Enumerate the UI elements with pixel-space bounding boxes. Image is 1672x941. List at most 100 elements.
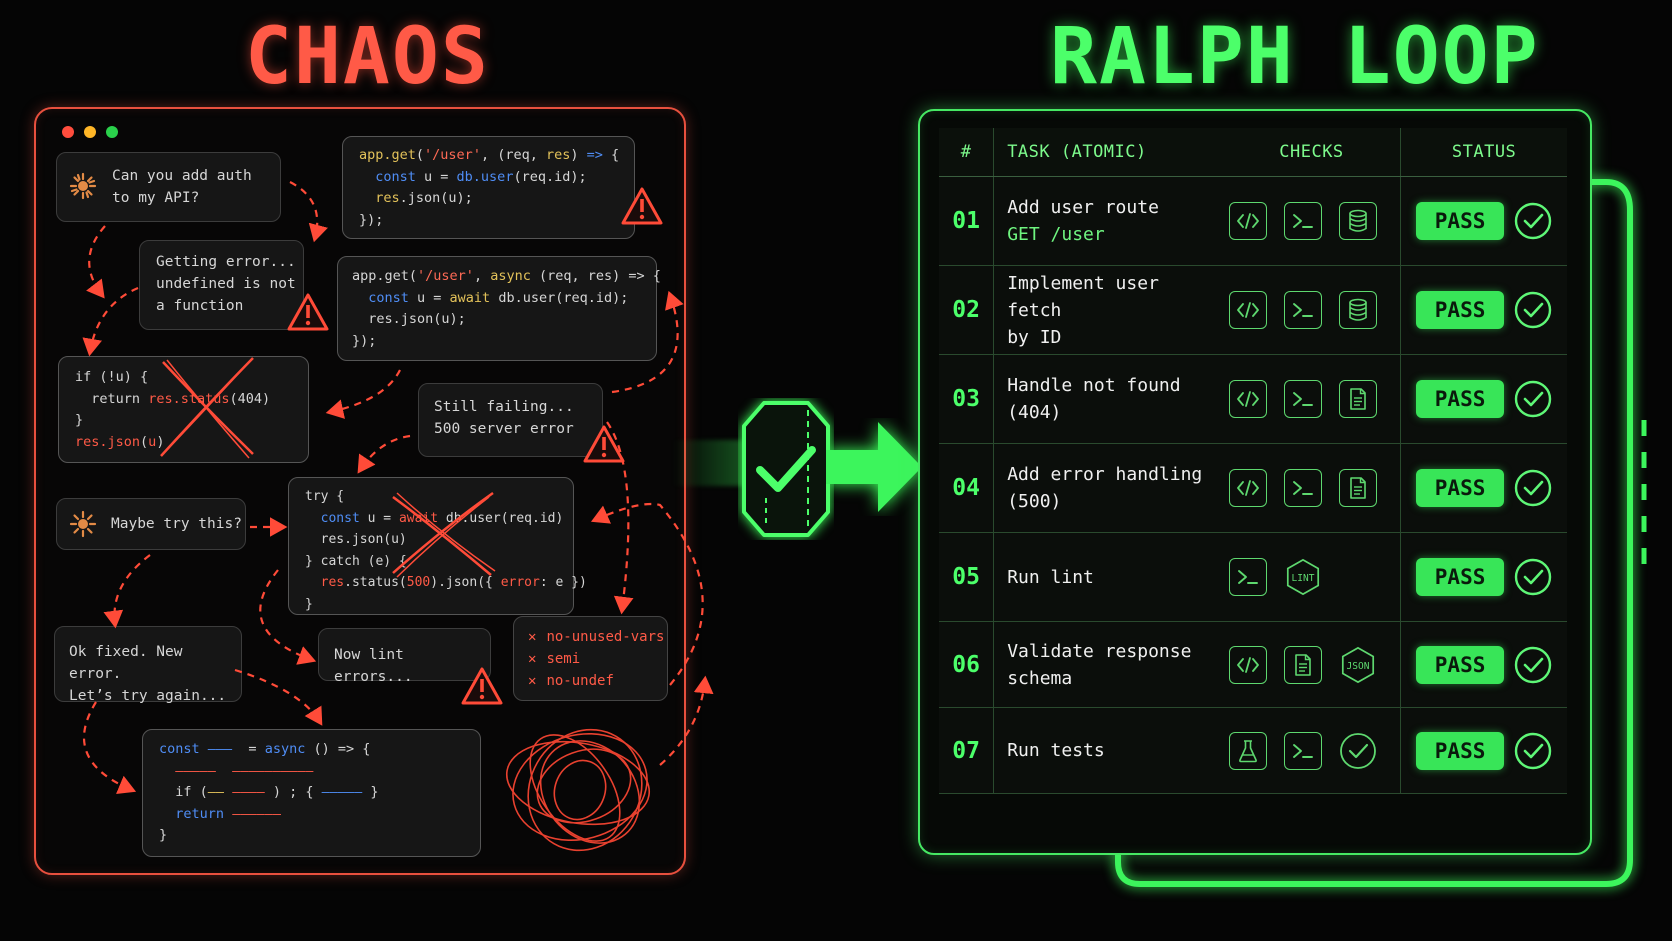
- database-icon: [1338, 202, 1377, 240]
- task-name: Run lint: [1007, 566, 1094, 588]
- task-number-cell: 04: [939, 443, 995, 533]
- document-icon: [1338, 380, 1377, 418]
- terminal-icon: [1228, 558, 1267, 596]
- task-number: 07: [952, 737, 980, 764]
- table-row: 07 Run tests PASS: [939, 707, 1567, 794]
- task-status-cell: PASS: [1400, 707, 1567, 794]
- check-circle-icon: [1514, 469, 1552, 507]
- task-number-cell: 05: [939, 532, 995, 622]
- message-maybe-try-text: Maybe try this?: [111, 516, 242, 532]
- code-icon: [1228, 645, 1267, 684]
- message-ask-auth-text: Can you add auth to my API?: [112, 168, 252, 206]
- task-checks-cell: [1222, 176, 1402, 266]
- task-number-cell: 06: [939, 621, 995, 708]
- warning-icon: [583, 425, 625, 463]
- task-number: 05: [952, 564, 980, 590]
- code-snippet-if-not-found: if (!u) { return res.status(404) } res.j…: [58, 356, 309, 463]
- task-checks-cell: JSON: [1222, 621, 1402, 708]
- svg-text:JSON: JSON: [1346, 660, 1369, 671]
- code-snippet-async: app.get('/user', async (req, res) => { c…: [337, 256, 661, 361]
- message-still-failing: Still failing... 500 server error: [418, 383, 603, 457]
- document-icon: [1283, 645, 1322, 684]
- code-icon: [1228, 469, 1267, 507]
- task-name: Add error handling (500): [1007, 464, 1203, 512]
- task-name-cell: Implement user fetch by ID: [993, 265, 1223, 355]
- check-circle-icon: [1514, 291, 1552, 329]
- task-checks-cell: [1222, 707, 1402, 794]
- pass-badge: PASS: [1416, 202, 1505, 240]
- message-lint-errors-text: Now lint errors...: [334, 647, 413, 685]
- sun-avatar-icon: [69, 510, 97, 538]
- task-number-cell: 03: [939, 354, 995, 444]
- message-lint-errors: Now lint errors...: [318, 628, 491, 685]
- message-ok-fixed-text: Ok fixed. New error. Let’s try again...: [69, 644, 227, 704]
- task-status-cell: PASS: [1400, 443, 1567, 533]
- code-icon: [1228, 380, 1267, 418]
- code-snippet-sync: app.get('/user', (req, res) => { const u…: [342, 136, 635, 239]
- lint-error-list: ✕no-unused-vars ✕semi ✕no-undef: [513, 616, 668, 701]
- pass-badge: PASS: [1416, 731, 1505, 770]
- task-name: Add user route: [1007, 197, 1159, 218]
- table-row: 06 Validate response schema JSON PASS: [939, 621, 1567, 708]
- lint-error-item: ✕no-undef: [528, 673, 614, 689]
- window-maximize-dot[interactable]: [106, 126, 118, 138]
- message-ok-fixed: Ok fixed. New error. Let’s try again...: [54, 626, 242, 704]
- header-checks: CHECKS: [1222, 128, 1402, 177]
- ralph-loop-title: RALPH LOOP: [1050, 12, 1540, 102]
- task-number: 06: [952, 651, 980, 678]
- header-num: #: [939, 128, 995, 177]
- lint-error-item: ✕semi: [528, 651, 581, 667]
- task-status-cell: PASS: [1400, 621, 1567, 708]
- pass-badge: PASS: [1416, 291, 1505, 329]
- code-snippet-try-catch: try { const u = await db.user(req.id) re…: [288, 477, 587, 615]
- table-row: 05 Run lint LINT PASS: [939, 532, 1567, 622]
- task-status-cell: PASS: [1400, 532, 1567, 622]
- pass-badge: PASS: [1416, 469, 1505, 507]
- task-status-cell: PASS: [1400, 265, 1567, 355]
- lint-error-item: ✕no-unused-vars: [528, 629, 665, 645]
- header-task: TASK (ATOMIC): [993, 128, 1223, 177]
- task-name: Validate response schema: [1007, 640, 1192, 689]
- task-number: 01: [952, 208, 980, 234]
- check-circle-icon: [1514, 202, 1552, 240]
- task-number-cell: 07: [939, 707, 995, 794]
- task-name-cell: Run tests: [993, 707, 1223, 794]
- task-name-cell: Add error handling (500): [993, 443, 1223, 533]
- task-status-cell: PASS: [1400, 176, 1567, 266]
- task-number-cell: 01: [939, 176, 995, 266]
- code-icon: [1228, 291, 1267, 329]
- terminal-icon: [1283, 380, 1322, 418]
- message-still-failing-text: Still failing... 500 server error: [434, 399, 574, 437]
- verified-shield-icon: [742, 401, 830, 537]
- forward-arrow-icon: [826, 422, 922, 512]
- task-number: 03: [952, 386, 980, 412]
- task-name: Handle not found (404): [1007, 375, 1181, 423]
- message-ask-auth: Can you add auth to my API?: [56, 152, 281, 222]
- task-number: 04: [952, 475, 980, 501]
- svg-text:LINT: LINT: [1291, 573, 1314, 584]
- document-icon: [1338, 469, 1377, 507]
- task-checks-cell: LINT: [1222, 532, 1402, 622]
- task-name-cell: Handle not found (404): [993, 354, 1223, 444]
- check-circle-icon: [1514, 646, 1552, 684]
- task-checks-cell: [1222, 443, 1402, 533]
- check-circle-icon: [1514, 380, 1552, 418]
- warning-icon: [287, 293, 329, 331]
- task-name-cell: Validate response schema: [993, 621, 1223, 708]
- task-checks-cell: [1222, 265, 1402, 355]
- check-circle-icon: [1514, 558, 1552, 596]
- window-close-dot[interactable]: [62, 126, 74, 138]
- warning-icon: [461, 667, 503, 705]
- table-row: 04 Add error handling (500) PASS: [939, 443, 1567, 533]
- terminal-icon: [1283, 469, 1322, 507]
- task-name: Run tests: [1007, 740, 1105, 761]
- task-checks-cell: [1222, 354, 1402, 444]
- lint-icon: LINT: [1284, 558, 1322, 596]
- window-minimize-dot[interactable]: [84, 126, 96, 138]
- check-circle-icon: [1514, 732, 1552, 770]
- task-name: Implement user fetch by ID: [1007, 272, 1159, 348]
